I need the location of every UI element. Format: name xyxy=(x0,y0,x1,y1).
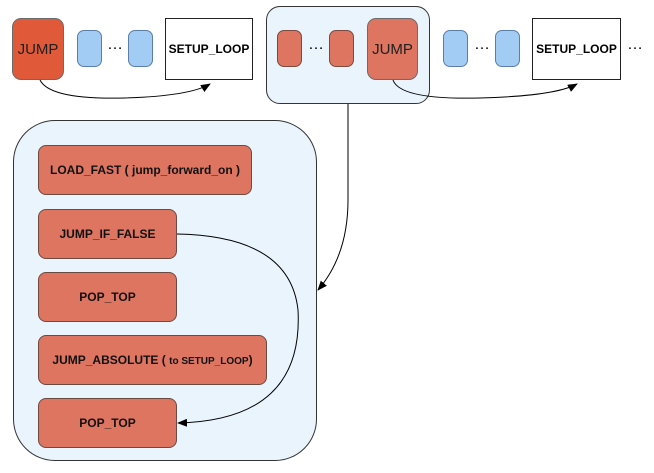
instruction-label: LOAD_FAST ( jump_forward_on ) xyxy=(49,163,240,177)
jump-block-1-label: JUMP xyxy=(17,40,59,58)
instruction-label: POP_TOP xyxy=(79,416,136,430)
instruction-placeholder-block xyxy=(329,30,354,67)
placeholder-block xyxy=(128,30,153,67)
jump-block-2-label: JUMP xyxy=(372,40,413,58)
instruction-target: to SETUP_LOOP xyxy=(169,356,249,367)
jump-block-1: JUMP xyxy=(12,18,64,80)
setup-loop-block-2: SETUP_LOOP xyxy=(532,18,621,80)
ellipsis: … xyxy=(308,36,325,53)
instruction-jump-absolute: JUMP_ABSOLUTE ( to SETUP_LOOP) xyxy=(38,335,267,385)
ellipsis: … xyxy=(107,36,124,53)
instruction-label: JUMP_ABSOLUTE ( xyxy=(52,353,166,367)
instruction-label: JUMP_IF_FALSE xyxy=(59,227,156,241)
jump-if-false-arrow xyxy=(176,233,299,427)
instruction-label-tail: ) xyxy=(248,353,253,367)
instruction-pop-top: POP_TOP xyxy=(38,272,177,322)
instruction-label: POP_TOP xyxy=(79,290,136,304)
expand-arrow xyxy=(317,104,349,291)
jump-block-2: JUMP xyxy=(367,18,418,80)
instruction-jump-if-false: JUMP_IF_FALSE xyxy=(38,209,177,259)
setup-loop-block-2-label: SETUP_LOOP xyxy=(536,42,617,56)
instruction-placeholder-block xyxy=(277,30,302,67)
setup-loop-block-1-label: SETUP_LOOP xyxy=(168,42,250,56)
jump-arrow-1 xyxy=(39,79,211,99)
placeholder-block xyxy=(443,30,468,67)
instruction-load-fast: LOAD_FAST ( jump_forward_on ) xyxy=(38,145,252,195)
jump-arrow-2 xyxy=(392,79,578,99)
placeholder-block xyxy=(495,30,520,67)
ellipsis: … xyxy=(627,36,644,53)
placeholder-block xyxy=(77,30,102,67)
ellipsis: … xyxy=(474,36,491,53)
instruction-pop-top-2: POP_TOP xyxy=(38,398,177,448)
setup-loop-block-1: SETUP_LOOP xyxy=(165,18,253,80)
